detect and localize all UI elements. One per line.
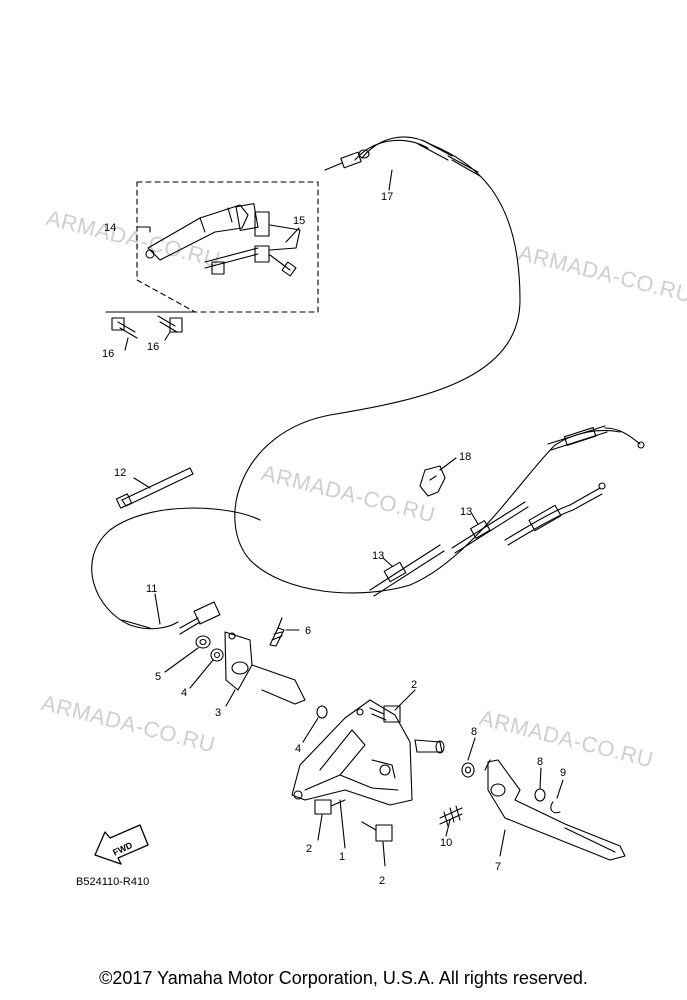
callout-number: 4 [181,687,187,699]
callout-number: 4 [295,743,301,755]
callout-number: 13 [372,550,384,562]
callout-number: 14 [104,222,116,234]
spring [269,627,285,647]
callout-number: 2 [379,875,385,887]
callout-number: 6 [305,625,311,637]
callout-number: 9 [560,767,566,779]
pedal-bracket [291,699,413,806]
callout-number: 2 [306,843,312,855]
callout-number: 11 [146,583,157,595]
callout-number: 12 [114,467,126,479]
callout-number: 10 [440,837,452,849]
callout-number: 7 [495,861,501,873]
fwd-arrow [94,824,149,865]
callout-number: 17 [381,191,393,203]
brake-cable [234,136,621,594]
callout-number: 1 [339,851,345,863]
lever-bracket [224,631,253,691]
parking-lever [147,204,249,261]
callout-number: 3 [215,707,221,719]
callout-number: 8 [471,726,477,738]
callout-number: 5 [155,671,161,683]
assembly-box [136,181,319,313]
callout-number: 13 [460,506,472,518]
callout-number: 16 [102,348,114,360]
callout-number: 2 [411,679,417,691]
callout-number: 16 [147,341,159,353]
callout-number: 18 [459,451,471,463]
diagram-reference: B524110-R410 [76,876,150,888]
callout-number: 15 [293,215,305,227]
brake-pedal [487,759,626,861]
fwd-label: FWD [111,840,134,858]
copyright-notice: ©2017 Yamaha Motor Corporation, U.S.A. A… [99,968,588,988]
cable-tie [121,467,194,507]
callout-number: 8 [537,756,543,768]
parking-cable [91,507,261,626]
